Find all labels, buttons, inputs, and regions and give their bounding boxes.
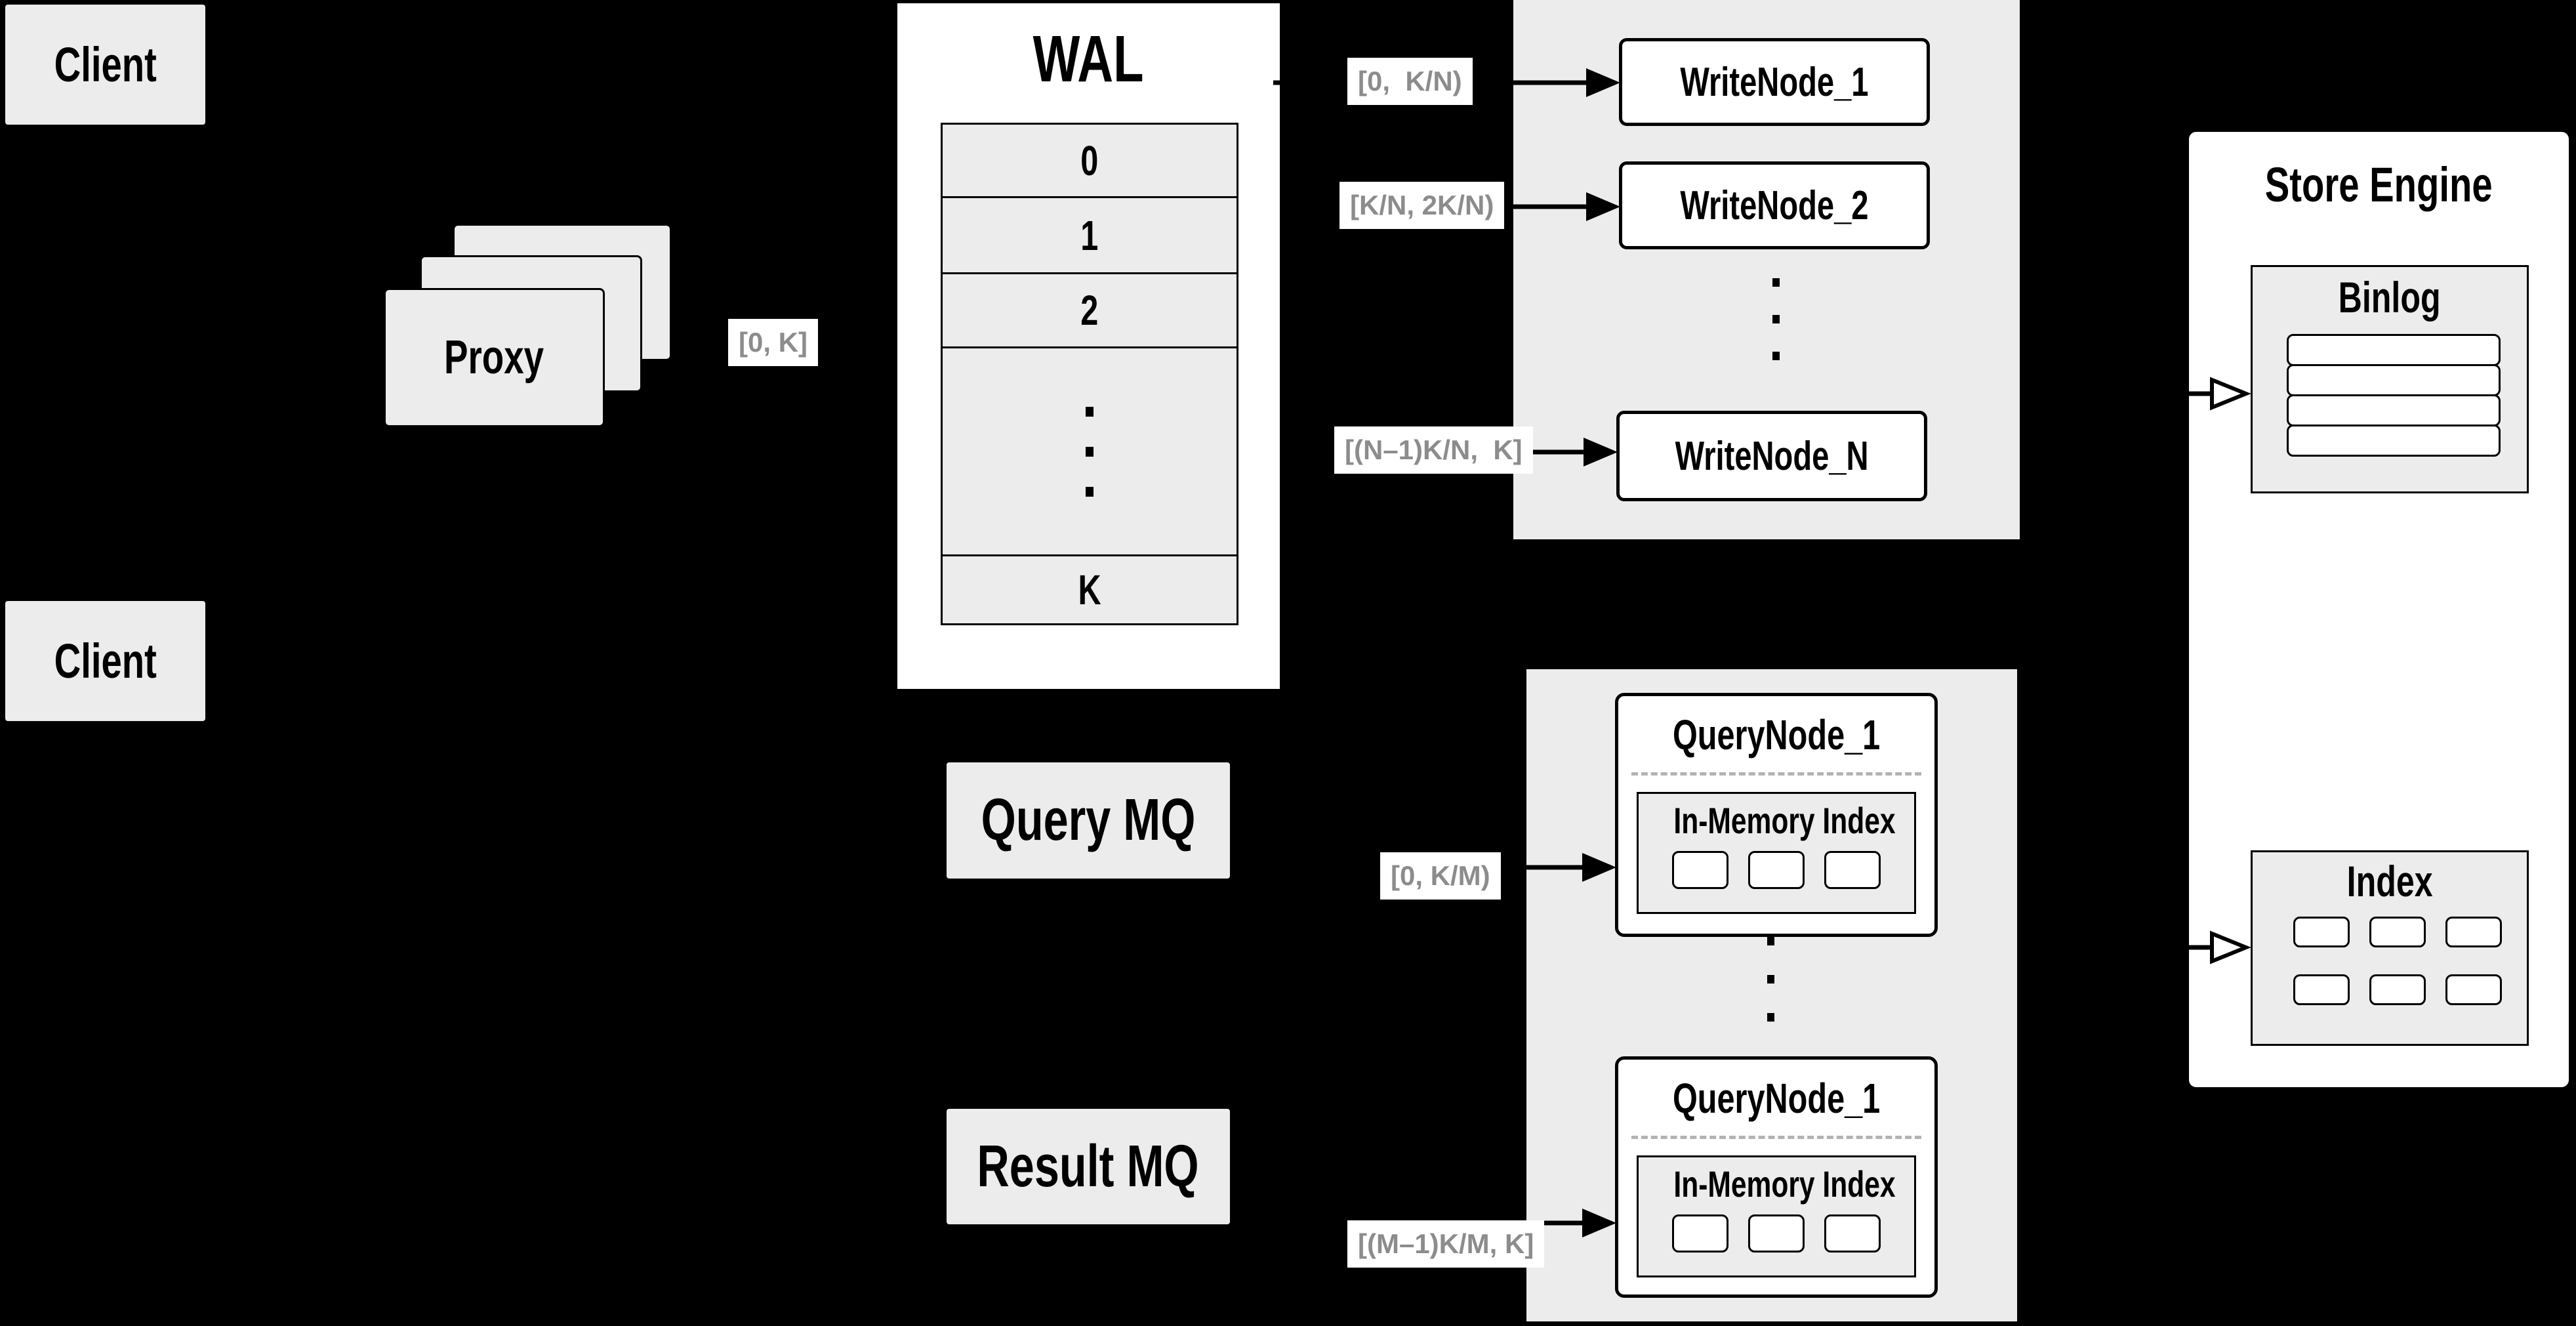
client-bottom-label: Client <box>54 634 157 688</box>
write-node-1: WriteNode_1 <box>1619 38 1930 126</box>
index-file <box>2445 917 2502 947</box>
in-memory-index-panel: In-Memory Index <box>1637 1155 1916 1277</box>
in-memory-index-title-text: In-Memory Index <box>1673 1163 1896 1205</box>
dot-icon <box>1772 315 1780 323</box>
result-mq-node: Result MQ <box>947 1109 1230 1224</box>
client-node-top: Client <box>5 5 205 125</box>
client-top-label: Client <box>54 37 157 92</box>
index-file <box>2369 917 2426 947</box>
write-node-n: WriteNode_N <box>1616 411 1927 501</box>
store-engine-box: Store Engine Binlog Index <box>2187 130 2571 1089</box>
binlog-title: Binlog <box>2253 272 2527 322</box>
dot-icon <box>1767 937 1774 945</box>
memory-segment <box>1824 851 1881 889</box>
memory-segment-row <box>1639 851 1914 889</box>
write-node-2: WriteNode_2 <box>1619 161 1930 249</box>
dot-icon <box>1767 1013 1774 1022</box>
dot-icon <box>1772 278 1780 287</box>
query-node-m-title-text: QueryNode_1 <box>1672 1075 1881 1122</box>
query-node-m-title: QueryNode_1 <box>1618 1074 1934 1123</box>
client-node-bottom: Client <box>5 601 205 721</box>
memory-segment <box>1672 1214 1728 1253</box>
binlog-title-text: Binlog <box>2338 273 2442 321</box>
dashed-separator <box>1631 1136 1921 1139</box>
wal-box: WAL 0 1 2 K <box>897 3 1280 689</box>
wal-segment-k: K <box>1078 566 1101 613</box>
index-file <box>2293 974 2350 1005</box>
index-file <box>2445 974 2502 1005</box>
wal-segment-0: 0 <box>1080 136 1099 184</box>
store-engine-title-text: Store Engine <box>2265 157 2493 212</box>
memory-segment <box>1748 1214 1805 1253</box>
dashed-separator <box>1631 772 1921 776</box>
result-mq-label: Result MQ <box>977 1133 1200 1199</box>
vertical-ellipsis-icon <box>1086 406 1094 497</box>
vertical-ellipsis-icon <box>1772 278 1780 360</box>
dot-icon <box>1086 486 1094 497</box>
index-panel: Index <box>2251 850 2529 1046</box>
range-label-writenode-n: [(N–1)K/N, K] <box>1334 426 1533 474</box>
binlog-file <box>2287 334 2501 366</box>
memory-segment-row <box>1639 1214 1914 1253</box>
wal-segment-row: K <box>943 556 1237 623</box>
dot-icon <box>1086 446 1094 457</box>
wal-segment-row: 2 <box>943 274 1237 348</box>
query-node-1-title: QueryNode_1 <box>1618 711 1934 759</box>
vertical-ellipsis-icon <box>1767 937 1774 1022</box>
index-title-text: Index <box>2346 857 2433 905</box>
memory-segment <box>1748 851 1805 889</box>
query-node-1: QueryNode_1 In-Memory Index <box>1615 693 1938 937</box>
wal-ellipsis-row <box>943 348 1237 556</box>
query-mq-label: Query MQ <box>981 787 1196 853</box>
store-engine-title: Store Engine <box>2189 157 2569 213</box>
in-memory-index-title: In-Memory Index <box>1639 799 1914 842</box>
wal-segment-1: 1 <box>1080 211 1099 259</box>
binlog-file <box>2287 364 2501 396</box>
memory-segment <box>1672 851 1728 889</box>
dot-icon <box>1767 975 1774 984</box>
binlog-panel: Binlog <box>2251 265 2529 493</box>
range-label-proxy-to-wal: [0, K] <box>728 319 818 366</box>
range-label-querynode-m: [(M–1)K/M, K] <box>1347 1220 1545 1268</box>
index-title: Index <box>2253 856 2527 906</box>
index-file-grid <box>2293 917 2502 1005</box>
wal-segment-table: 0 1 2 K <box>941 123 1238 625</box>
binlog-file <box>2287 425 2501 457</box>
write-node-n-label: WriteNode_N <box>1675 433 1869 479</box>
in-memory-index-title: In-Memory Index <box>1639 1163 1914 1205</box>
query-node-1-title-text: QueryNode_1 <box>1672 711 1881 758</box>
range-label-querynode-1: [0, K/M) <box>1380 852 1501 900</box>
query-mq-node: Query MQ <box>947 762 1230 879</box>
wal-segment-row: 0 <box>943 125 1237 198</box>
binlog-file-list <box>2287 334 2501 457</box>
wal-title: WAL <box>897 22 1280 97</box>
binlog-file <box>2287 394 2501 426</box>
dot-icon <box>1772 352 1780 360</box>
proxy-label: Proxy <box>444 331 544 384</box>
proxy-node: Proxy <box>384 288 605 427</box>
write-node-2-label: WriteNode_2 <box>1680 182 1869 228</box>
in-memory-index-panel: In-Memory Index <box>1637 792 1916 914</box>
range-label-writenode-2: [K/N, 2K/N) <box>1339 182 1505 229</box>
index-file <box>2293 917 2350 947</box>
wal-segment-2: 2 <box>1080 287 1099 334</box>
wal-title-text: WAL <box>1033 22 1144 96</box>
index-file <box>2369 974 2426 1005</box>
dot-icon <box>1086 406 1094 417</box>
query-node-m: QueryNode_1 In-Memory Index <box>1615 1056 1938 1298</box>
memory-segment <box>1824 1214 1881 1253</box>
in-memory-index-title-text: In-Memory Index <box>1673 800 1896 841</box>
write-node-1-label: WriteNode_1 <box>1680 59 1869 105</box>
range-label-writenode-1: [0, K/N) <box>1347 58 1473 105</box>
wal-segment-row: 1 <box>943 198 1237 274</box>
